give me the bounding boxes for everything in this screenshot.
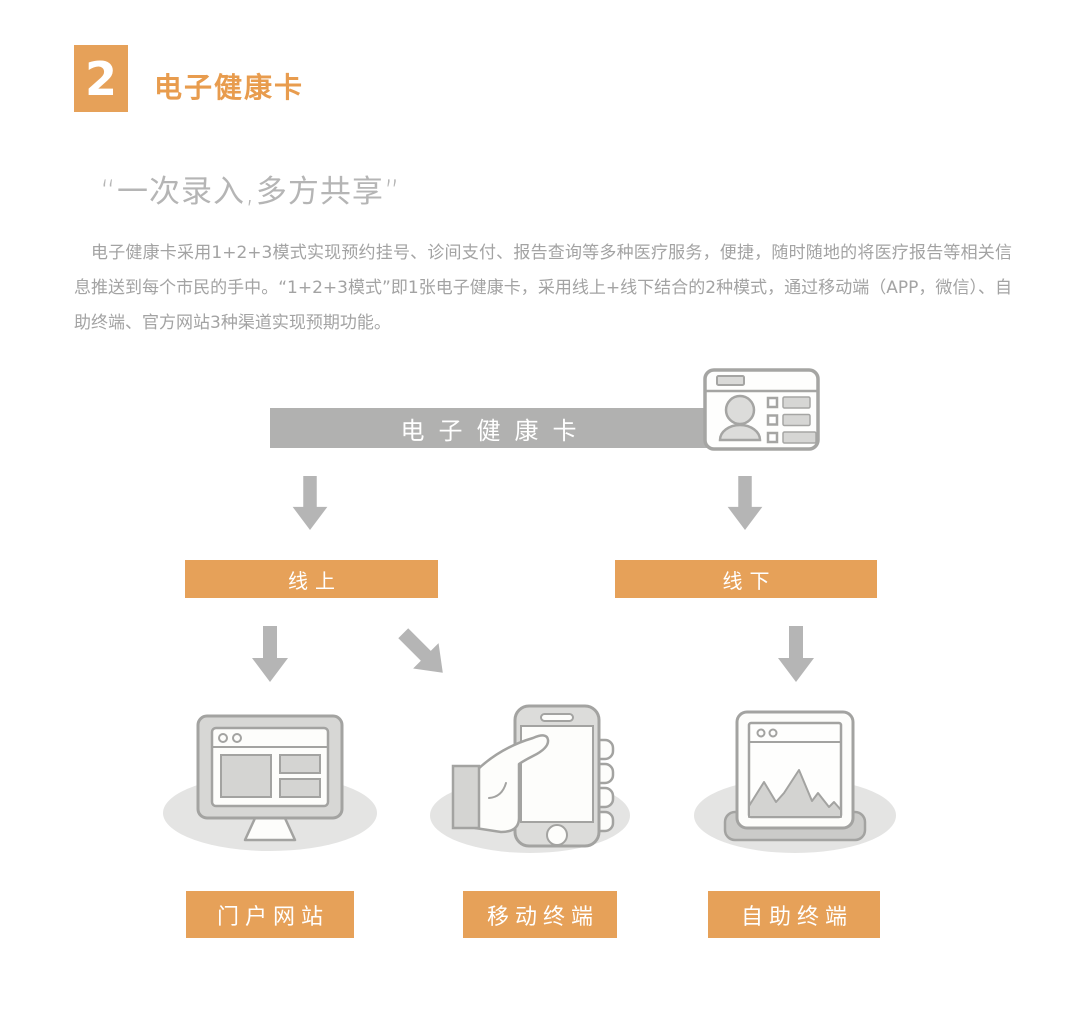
arrow-down-icon xyxy=(727,476,763,530)
desktop-website-icon xyxy=(190,712,350,848)
arrow-down-icon xyxy=(252,626,288,682)
arrow-down-icon xyxy=(292,476,328,530)
intro-paragraph: 电子健康卡采用1+2+3模式实现预约挂号、诊间支付、报告查询等多种医疗服务，便捷… xyxy=(74,243,1012,333)
section-number-badge: 2 xyxy=(74,45,128,112)
channel-portal-website: 门户网站 xyxy=(186,891,354,938)
channel-self-service-terminal: 自助终端 xyxy=(708,891,880,938)
channel-mobile-terminal: 移动终端 xyxy=(463,891,617,938)
branch-offline: 线下 xyxy=(615,560,877,598)
arrow-diagonal-icon xyxy=(390,620,455,685)
section-title: 电子健康卡 xyxy=(154,71,305,104)
slogan-quote: “一次录入,多方共享” xyxy=(100,174,401,210)
branch-online: 线上 xyxy=(185,560,438,598)
health-card-icon xyxy=(703,368,820,455)
self-service-kiosk-icon xyxy=(705,705,885,849)
mobile-phone-in-hand-icon xyxy=(445,700,615,856)
arrow-down-icon xyxy=(778,626,814,682)
diagram-banner: 电子健康卡 xyxy=(270,408,707,448)
